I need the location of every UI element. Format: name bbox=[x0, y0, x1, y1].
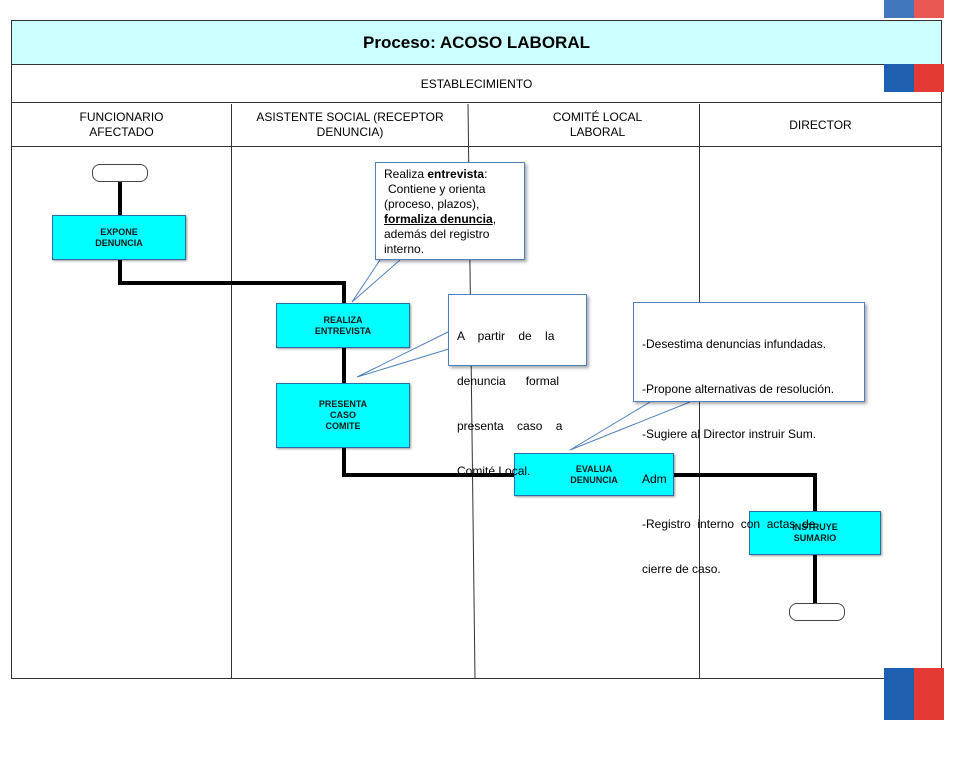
flag-decoration-bottom bbox=[884, 668, 944, 720]
callout-pointer-entrevista bbox=[351, 259, 401, 303]
note-text: Adm bbox=[642, 472, 667, 486]
note-text: además del registro bbox=[384, 227, 490, 241]
lane-label-line1: ASISTENTE SOCIAL (RECEPTOR bbox=[256, 110, 444, 124]
note-entrevista: Realiza entrevista: Contiene y orienta (… bbox=[375, 162, 525, 260]
note-evaluacion: -Desestima denuncias infundadas. -Propon… bbox=[633, 302, 865, 576]
step-label-line1: PRESENTA bbox=[318, 399, 368, 409]
lane-label-line1: COMITÉ LOCAL bbox=[552, 110, 643, 124]
lane-label-line1: DIRECTOR bbox=[789, 117, 852, 132]
connector-presenta-evalua bbox=[342, 448, 514, 477]
step-label-line2: SUMARIO bbox=[793, 533, 837, 543]
flow-connectors bbox=[118, 103, 817, 680]
note-text: interno. bbox=[384, 242, 425, 256]
note-text: Contiene y orienta bbox=[388, 182, 486, 196]
note-text: -Registro interno con actas de bbox=[642, 517, 816, 531]
lane-label-line1: FUNCIONARIO bbox=[79, 110, 164, 124]
note-text: (proceso, plazos), bbox=[384, 197, 480, 211]
note-text-emphasis: formaliza denuncia bbox=[384, 212, 493, 226]
end-terminal bbox=[789, 603, 845, 621]
lane-divider bbox=[231, 104, 232, 679]
note-text: A partir de la bbox=[457, 329, 555, 343]
step-label-line2: CASO bbox=[329, 410, 356, 420]
note-comite: A partir de la denuncia formal presenta … bbox=[448, 294, 587, 478]
organization-label: ESTABLECIMIENTO bbox=[12, 66, 941, 103]
step-label-line2: DENUNCIA bbox=[570, 474, 618, 485]
callout-pointer-evaluacion bbox=[569, 401, 691, 451]
start-terminal bbox=[92, 164, 148, 182]
note-text: -Sugiere al Director instruir Sum. bbox=[642, 427, 817, 441]
note-text: Realiza bbox=[384, 167, 428, 181]
connector-expone-realiza bbox=[118, 260, 346, 303]
step-label-line1: INSTRUYE bbox=[792, 522, 838, 532]
step-label-line1: REALIZA bbox=[323, 314, 363, 325]
note-text-bold: entrevista bbox=[427, 167, 485, 181]
lane-label-line2: DENUNCIA) bbox=[316, 125, 384, 139]
step-label-line1: EVALUA bbox=[575, 463, 613, 474]
lane-label-line2: AFECTADO bbox=[89, 125, 154, 139]
note-text: presenta caso a bbox=[457, 419, 563, 433]
note-text: Comité Local. bbox=[457, 464, 531, 478]
connector-evalua-instruye bbox=[674, 473, 817, 511]
note-text: cierre de caso. bbox=[642, 562, 721, 576]
lane-label-line2: LABORAL bbox=[569, 125, 626, 139]
step-label-line1: EXPONE bbox=[100, 226, 138, 237]
step-label-line2: ENTREVISTA bbox=[314, 325, 372, 336]
note-text: -Desestima denuncias infundadas. bbox=[642, 337, 827, 351]
note-text: : bbox=[484, 167, 488, 181]
flag-decoration-top bbox=[884, 0, 944, 92]
step-label-line2: DENUNCIA bbox=[95, 237, 143, 248]
diagram-frame bbox=[11, 20, 942, 679]
note-text: -Propone alternativas de resolución. bbox=[642, 382, 835, 396]
note-text: denuncia formal bbox=[457, 374, 560, 388]
step-label-line3: COMITE bbox=[325, 421, 361, 431]
callout-pointer-comite bbox=[356, 329, 453, 378]
lane-header-divider bbox=[12, 146, 941, 147]
note-text: , bbox=[492, 212, 497, 226]
process-title: Proceso: ACOSO LABORAL bbox=[12, 21, 941, 65]
lane-header-director: DIRECTOR bbox=[700, 104, 941, 146]
